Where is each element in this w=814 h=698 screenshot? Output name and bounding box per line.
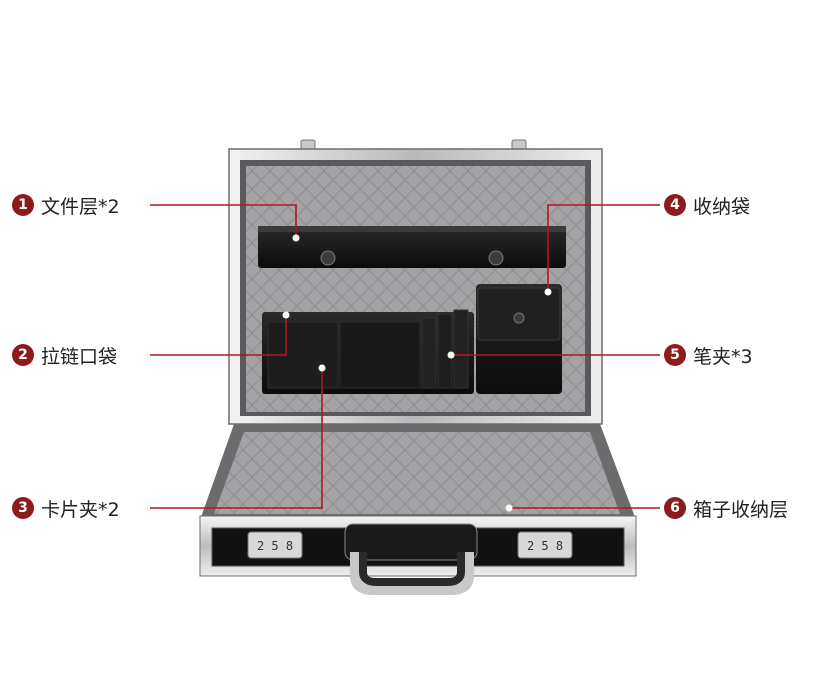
callout-6: 6 箱子收纳层 bbox=[664, 496, 789, 521]
organizer-panel bbox=[262, 309, 474, 394]
leader-line-2 bbox=[150, 315, 287, 356]
combination-lock-right[interactable]: 2 5 8 bbox=[517, 531, 573, 559]
callout-number-1: 1 bbox=[12, 194, 34, 216]
callout-label-2: 拉链口袋 bbox=[41, 345, 118, 368]
document-layer bbox=[258, 226, 566, 268]
combination-lock-left[interactable]: 2 5 8 bbox=[247, 531, 303, 559]
callout-label-6: 箱子收纳层 bbox=[693, 498, 789, 521]
callout-label-5: 笔夹*3 bbox=[693, 345, 753, 368]
leader-line-3 bbox=[150, 368, 323, 509]
callout-4: 4 收纳袋 bbox=[664, 193, 751, 218]
leader-line-1 bbox=[150, 204, 297, 238]
callout-number-3: 3 bbox=[12, 497, 34, 519]
leader-lines bbox=[150, 204, 660, 512]
callout-3: 3 卡片夹*2 bbox=[12, 496, 120, 521]
lock-dial-right[interactable]: 2 5 8 bbox=[527, 539, 563, 553]
callout-2: 2 拉链口袋 bbox=[12, 343, 118, 368]
callout-1: 1 文件层*2 bbox=[12, 193, 120, 218]
callout-number-6: 6 bbox=[664, 497, 686, 519]
leader-line-4 bbox=[547, 204, 660, 292]
callout-label-3: 卡片夹*2 bbox=[41, 498, 120, 521]
callout-label-1: 文件层*2 bbox=[41, 195, 120, 218]
callout-label-4: 收纳袋 bbox=[693, 195, 751, 218]
callout-number-5: 5 bbox=[664, 344, 686, 366]
lock-dial-left[interactable]: 2 5 8 bbox=[257, 539, 293, 553]
callout-number-4: 4 bbox=[664, 194, 686, 216]
callout-5: 5 笔夹*3 bbox=[664, 343, 753, 368]
storage-pouch bbox=[476, 284, 562, 394]
callout-number-2: 2 bbox=[12, 344, 34, 366]
carry-handle[interactable] bbox=[344, 523, 478, 595]
